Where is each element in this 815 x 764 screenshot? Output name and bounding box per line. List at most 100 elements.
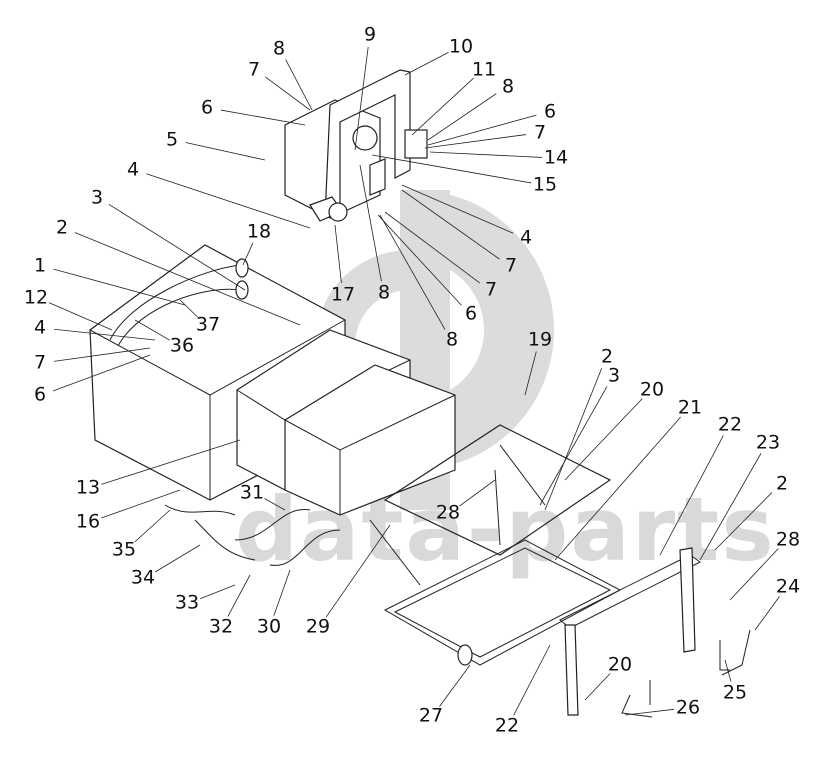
callout-28-wing-nut: 28 [435,501,461,524]
callout-10-bracket-panel: 10 [448,35,474,58]
leader-line-35 [134,509,171,543]
callout-15-plug: 15 [532,173,558,196]
callout-32-washer: 32 [208,615,234,638]
leader-line-8 [359,164,382,282]
leader-line-20 [584,673,611,701]
leader-line-28 [729,548,779,601]
callout-2-cotter-pin: 2 [600,345,614,368]
callout-30-battery-cable: 30 [256,615,282,638]
callout-3-washer: 3 [607,364,621,387]
batteries [236,329,456,516]
callout-37-bolt: 37 [195,313,221,336]
callout-25-pin: 25 [722,681,748,704]
callout-12-cable-clamp: 12 [23,286,49,309]
leader-line-1 [53,268,186,306]
leader-line-22 [659,435,724,556]
leader-line-2 [544,367,603,511]
leader-line-4 [401,184,514,234]
leader-line-37 [179,299,198,318]
callout-7-lock-washer: 7 [533,121,547,144]
leader-line-10 [404,52,449,76]
battery-cables [164,504,341,566]
leader-line-17 [334,224,342,284]
leader-line-28 [459,479,496,507]
callout-6-washer: 6 [200,96,214,119]
callout-6-washer: 6 [543,100,557,123]
leader-line-34 [154,544,201,573]
callout-18-grommet: 18 [246,220,272,243]
leader-line-13 [101,439,241,485]
bracket-assembly [284,69,428,222]
callout-1-battery-compartment: 1 [33,254,47,277]
callout-11-charger-socket: 11 [471,58,497,81]
leader-line-12 [48,302,113,331]
leader-line-18 [242,242,254,266]
leader-line-4 [146,173,311,229]
callout-16-bolt: 16 [75,510,101,533]
callout-8-nut: 8 [445,328,459,351]
callout-13-battery: 13 [75,476,101,499]
callout-2-cable: 2 [55,216,69,239]
callout-36-bolt: 36 [169,334,195,357]
callout-28-wing-nut: 28 [775,528,801,551]
leader-line-19 [524,351,537,396]
callout-20-grease-nipple: 20 [639,378,665,401]
callout-22-hinge-arm: 22 [717,413,743,436]
callout-20-grease-nipple: 20 [607,653,633,676]
leader-line-14 [429,151,543,158]
leader-line-7 [265,76,311,111]
callout-6-washer: 6 [33,383,47,406]
leader-line-7 [384,211,480,284]
leader-line-3 [539,386,608,506]
leader-line-4 [53,328,156,341]
callout-4-screw: 4 [519,226,533,249]
leader-line-27 [439,664,471,707]
callout-34-battery-cable: 34 [130,566,156,589]
leader-line-7 [424,134,527,149]
callout-7-lock-washer: 7 [484,278,498,301]
callout-7-lock-washer: 7 [247,58,261,81]
leader-line-6 [427,114,537,146]
callout-8-nut: 8 [501,75,515,98]
callout-8-nut: 8 [272,37,286,60]
callout-22-hinge-arm: 22 [494,714,520,737]
leader-line-21 [554,416,682,561]
leader-line-6 [220,109,306,126]
callout-31-battery-cable: 31 [239,481,265,504]
leader-line-15 [371,154,532,184]
leader-line-20 [564,398,643,481]
callout-29-support-rod: 29 [305,615,331,638]
leader-line-25 [724,659,732,682]
leader-line-6 [53,354,151,392]
leader-line-29 [325,524,391,618]
leader-lines [48,46,780,716]
leader-line-31 [264,498,286,511]
callout-24-latch-bracket: 24 [775,575,801,598]
leader-line-5 [185,142,266,161]
leader-line-30 [273,569,291,616]
callout-14-screw: 14 [543,146,569,169]
leader-line-8 [379,214,446,330]
leader-line-36 [134,319,170,341]
callout-2-cotter-pin: 2 [775,472,789,495]
callout-35-battery-cable: 35 [111,538,137,561]
callout-3-cable: 3 [90,186,104,209]
battery-tray [369,424,751,718]
callout-27-roller: 27 [418,704,444,727]
callout-9-connector: 9 [363,23,377,46]
callout-26-latch-bracket: 26 [675,696,701,719]
leader-line-8 [285,59,313,111]
charger-socket-shape [404,129,428,159]
callout-4-screw: 4 [126,158,140,181]
leader-line-2 [714,492,773,551]
leader-line-7 [401,189,500,260]
leader-line-33 [199,584,236,600]
leader-line-32 [227,574,251,617]
callout-17-connector-housing: 17 [330,283,356,306]
leader-line-11 [411,77,474,136]
callout-33-nut: 33 [174,591,200,614]
leader-line-3 [108,203,246,291]
callout-4-screw: 4 [33,316,47,339]
callout-23-rail-frame: 23 [755,431,781,454]
